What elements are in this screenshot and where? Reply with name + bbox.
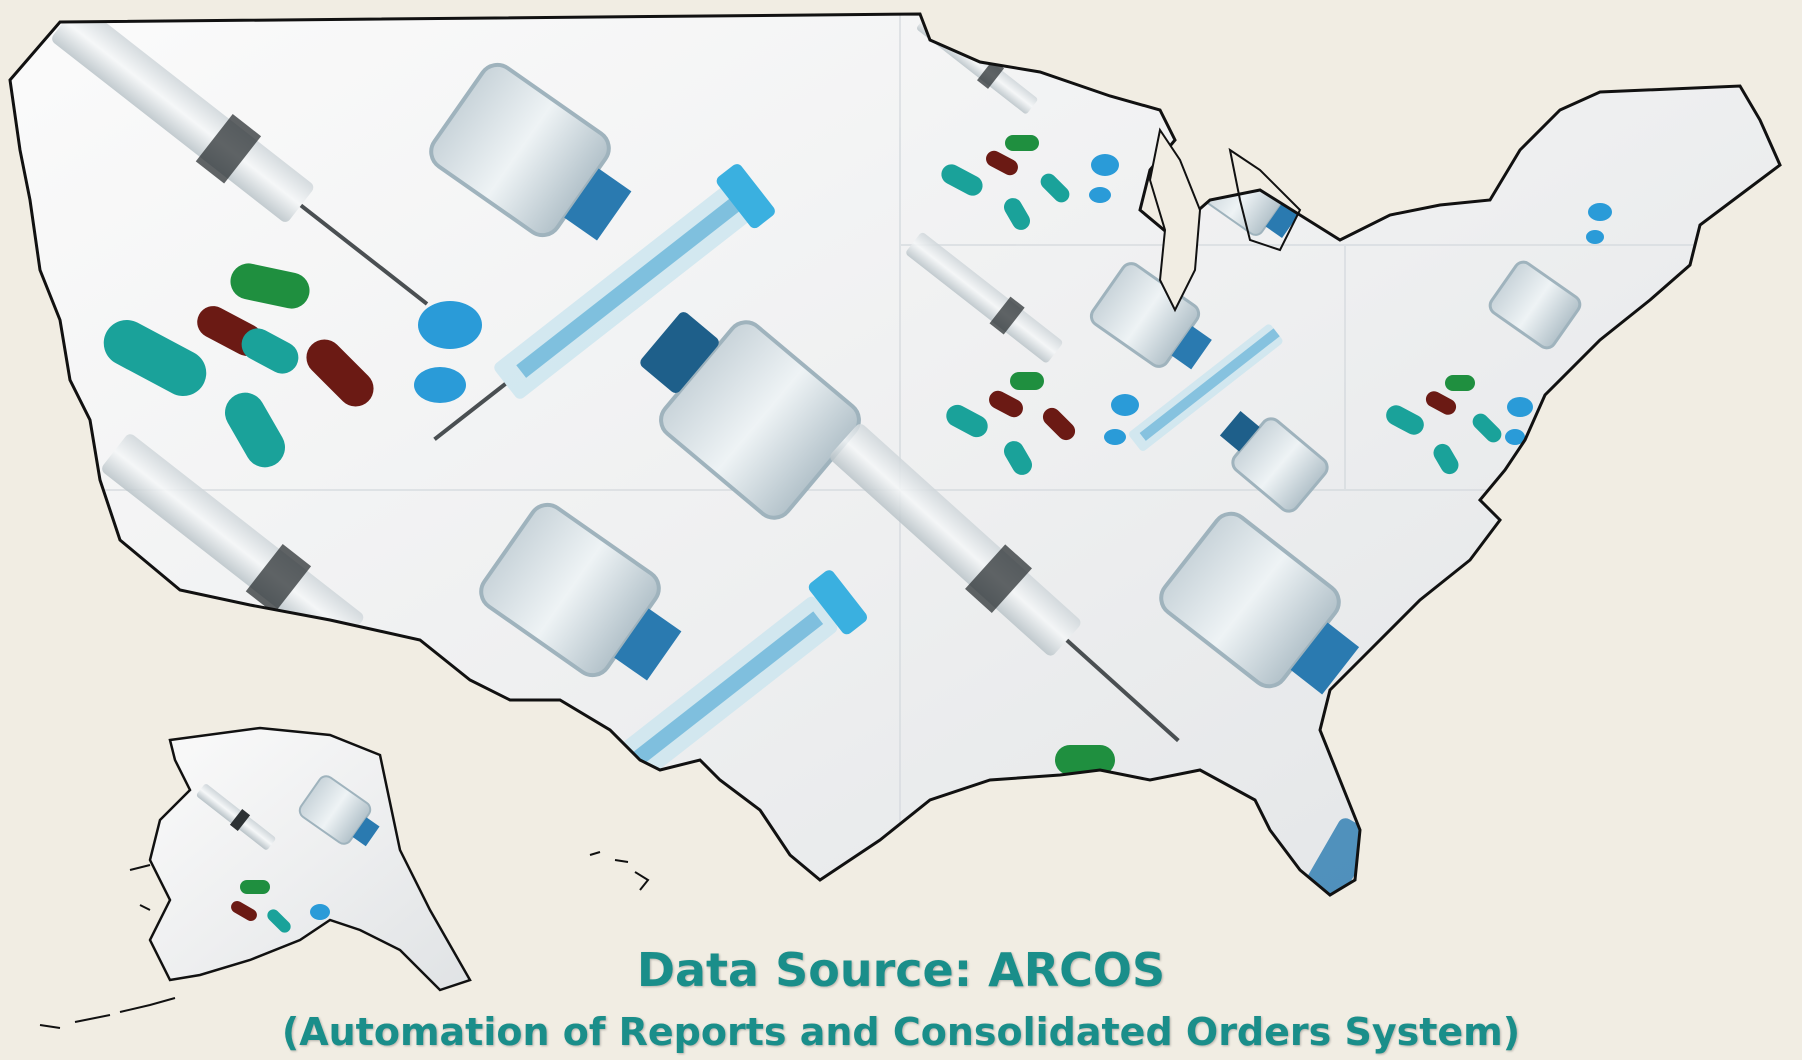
vial-icon [1305, 818, 1375, 895]
syringe-icon [52, 14, 429, 306]
vial-icon [1159, 511, 1360, 695]
pill-icon [941, 135, 1070, 230]
pill-icon [103, 263, 374, 468]
tablet-icon [1089, 154, 1119, 203]
vial-icon [1488, 260, 1582, 350]
pill-icon [946, 372, 1076, 475]
syringe-icon [1129, 324, 1283, 451]
vial-icon [429, 62, 632, 241]
vial-icon [640, 312, 861, 520]
vial-icon [1219, 410, 1329, 513]
page-subtitle: (Automation of Reports and Consolidated … [281, 1010, 1521, 1054]
syringe-icon [830, 424, 1180, 743]
syringe-icon [906, 232, 1063, 363]
syringe-icon [433, 164, 775, 441]
aleutian-islands [39, 864, 176, 1029]
pill-icon [1386, 375, 1502, 475]
syringe-icon [578, 570, 868, 812]
tablet-icon [1505, 203, 1612, 445]
hawaii-islands [589, 851, 650, 891]
tablet-icon [414, 301, 482, 403]
vial-icon [479, 502, 682, 681]
tablet-icon [1104, 394, 1139, 445]
page-title: Data Source: ARCOS [636, 943, 1166, 997]
